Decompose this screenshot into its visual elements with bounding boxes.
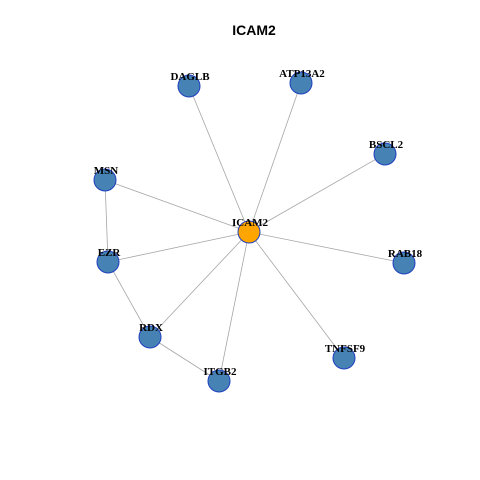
node-layer [93, 71, 416, 393]
node-label-daglb: DAGLB [170, 71, 210, 83]
edge-icam2-tnfsf9 [248, 231, 345, 359]
node-label-rdx: RDX [139, 322, 163, 334]
diagram-title: ICAM2 [232, 22, 276, 38]
edge-icam2-msn [104, 179, 250, 233]
node-tnfsf9 [332, 346, 356, 370]
node-label-icam2: ICAM2 [232, 217, 269, 229]
node-label-rab18: RAB18 [388, 248, 423, 260]
edge-rdx-itgb2 [149, 336, 220, 382]
edge-icam2-ezr [107, 231, 250, 263]
node-label-tnfsf9: TNFSF9 [325, 343, 366, 355]
node-label-msn: MSN [94, 165, 119, 177]
node-daglb [177, 74, 201, 98]
edge-icam2-atp13a2 [248, 82, 302, 233]
edge-icam2-itgb2 [218, 231, 250, 382]
node-ezr [96, 250, 120, 274]
edge-ezr-rdx [107, 261, 151, 338]
edge-layer [104, 82, 405, 382]
node-rdx [138, 325, 162, 349]
edge-icam2-bscl2 [248, 153, 386, 233]
edge-msn-ezr [104, 179, 109, 263]
node-label-bscl2: BSCL2 [369, 139, 404, 151]
node-label-atp13a2: ATP13A2 [279, 68, 325, 80]
edge-icam2-rdx [149, 231, 250, 338]
node-icam2 [237, 220, 261, 244]
node-rab18 [392, 251, 416, 275]
edge-icam2-daglb [188, 85, 250, 233]
node-bscl2 [373, 142, 397, 166]
edge-icam2-rab18 [248, 231, 405, 264]
node-label-ezr: EZR [98, 247, 122, 259]
node-msn [93, 168, 117, 192]
node-atp13a2 [289, 71, 313, 95]
node-itgb2 [207, 369, 231, 393]
node-label-itgb2: ITGB2 [203, 366, 237, 378]
